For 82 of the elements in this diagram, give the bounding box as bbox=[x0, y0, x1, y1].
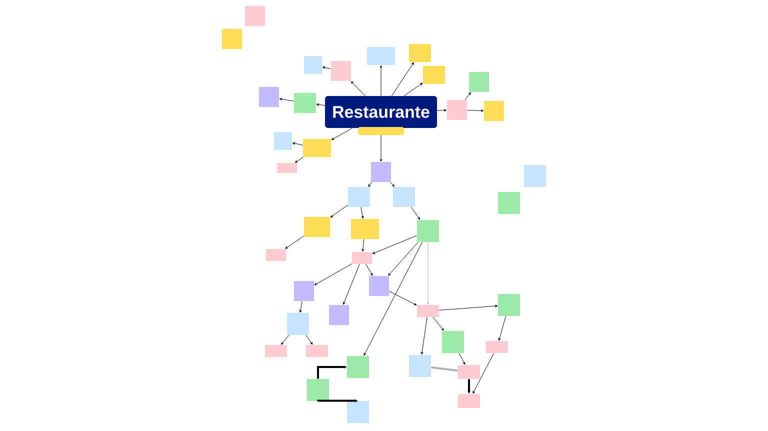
sticky-note bbox=[486, 341, 508, 353]
arrow bbox=[362, 238, 364, 252]
sticky-note bbox=[245, 6, 265, 26]
sticky-note bbox=[347, 401, 369, 423]
sticky-note bbox=[222, 29, 242, 49]
sticky-note bbox=[304, 56, 322, 74]
sticky-note bbox=[458, 394, 480, 408]
sticky-note bbox=[409, 355, 431, 377]
arrow bbox=[316, 103, 326, 106]
arrow bbox=[330, 204, 348, 218]
arrow bbox=[281, 334, 290, 345]
sticky-note bbox=[417, 220, 439, 242]
sticky-note bbox=[294, 281, 314, 301]
sticky-note bbox=[524, 165, 546, 187]
arrow bbox=[366, 264, 373, 276]
sticky-note bbox=[265, 345, 287, 357]
arrow bbox=[466, 110, 484, 112]
arrow bbox=[317, 399, 358, 402]
sticky-note bbox=[469, 72, 489, 92]
arrow bbox=[342, 264, 360, 305]
arrow bbox=[458, 352, 466, 365]
arrow bbox=[438, 304, 498, 310]
arrow bbox=[498, 316, 506, 341]
arrow bbox=[285, 236, 304, 249]
arrow bbox=[432, 316, 444, 331]
sticky-note bbox=[352, 252, 372, 264]
sticky-note bbox=[266, 249, 286, 261]
tag-box bbox=[358, 127, 404, 135]
sticky-note bbox=[303, 139, 331, 157]
sticky-note bbox=[287, 313, 309, 335]
sticky-note bbox=[331, 61, 351, 81]
arrow bbox=[351, 81, 366, 96]
arrow bbox=[314, 264, 352, 286]
sticky-note bbox=[329, 305, 349, 325]
sticky-note bbox=[423, 66, 445, 84]
sticky-note bbox=[484, 101, 504, 121]
arrow bbox=[426, 242, 430, 304]
sticky-note bbox=[351, 219, 379, 239]
arrow bbox=[380, 66, 382, 96]
arrow bbox=[331, 128, 352, 140]
sticky-note bbox=[367, 47, 395, 65]
arrow bbox=[292, 142, 304, 146]
sticky-note bbox=[294, 93, 316, 113]
arrow bbox=[360, 206, 364, 218]
arrow bbox=[306, 334, 313, 345]
sticky-note bbox=[498, 294, 520, 316]
sticky-note bbox=[442, 331, 464, 353]
sticky-note bbox=[277, 163, 297, 173]
arrow bbox=[420, 316, 428, 354]
arrow bbox=[391, 62, 414, 96]
arrow bbox=[322, 66, 332, 70]
sticky-note bbox=[498, 192, 520, 214]
arrow bbox=[390, 182, 394, 187]
sticky-note bbox=[307, 379, 329, 401]
arrow bbox=[404, 82, 423, 96]
arrow bbox=[388, 242, 418, 276]
sticky-note bbox=[348, 187, 370, 207]
arrow bbox=[372, 235, 418, 254]
arrow bbox=[364, 242, 422, 356]
arrow bbox=[295, 156, 304, 163]
arrow bbox=[464, 92, 471, 100]
arrow bbox=[380, 134, 382, 162]
sticky-note bbox=[409, 44, 431, 62]
arrow bbox=[388, 290, 417, 306]
arrow bbox=[299, 300, 302, 312]
arrow bbox=[280, 98, 294, 102]
sticky-note bbox=[371, 162, 391, 182]
sticky-note bbox=[369, 276, 389, 296]
sticky-note bbox=[393, 187, 415, 207]
central-topic-box: Restaurante bbox=[325, 96, 437, 128]
sticky-note bbox=[458, 365, 480, 379]
sticky-note bbox=[304, 217, 330, 237]
sticky-note bbox=[447, 100, 467, 120]
arrow bbox=[368, 182, 372, 187]
sticky-note bbox=[274, 132, 292, 150]
arrow bbox=[436, 109, 446, 112]
sticky-note bbox=[306, 345, 328, 357]
sticky-note bbox=[417, 305, 439, 317]
sticky-note bbox=[347, 356, 369, 378]
arrow bbox=[472, 352, 494, 394]
arrow bbox=[410, 206, 420, 220]
sticky-note bbox=[259, 87, 279, 107]
